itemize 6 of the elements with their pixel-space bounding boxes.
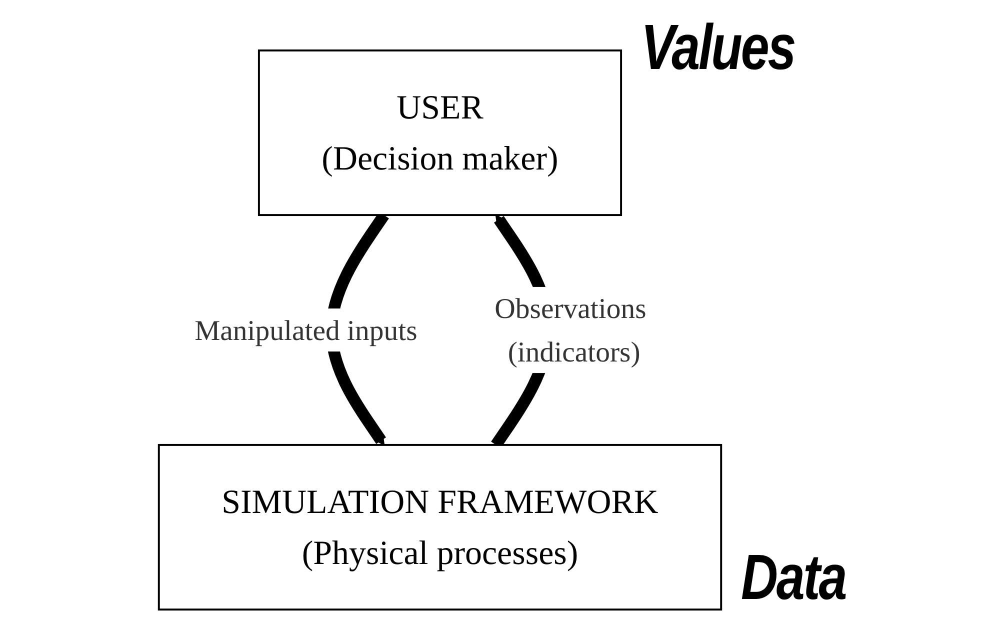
side-word: Data <box>741 540 846 614</box>
node-box: USER (Decision maker) <box>258 49 622 216</box>
edge-label: Observations (indicators) <box>494 292 646 368</box>
side-word: Values <box>641 10 795 84</box>
edge-label: Manipulated inputs <box>194 314 418 346</box>
node-box: SIMULATION FRAMEWORK (Physical processes) <box>158 444 722 611</box>
